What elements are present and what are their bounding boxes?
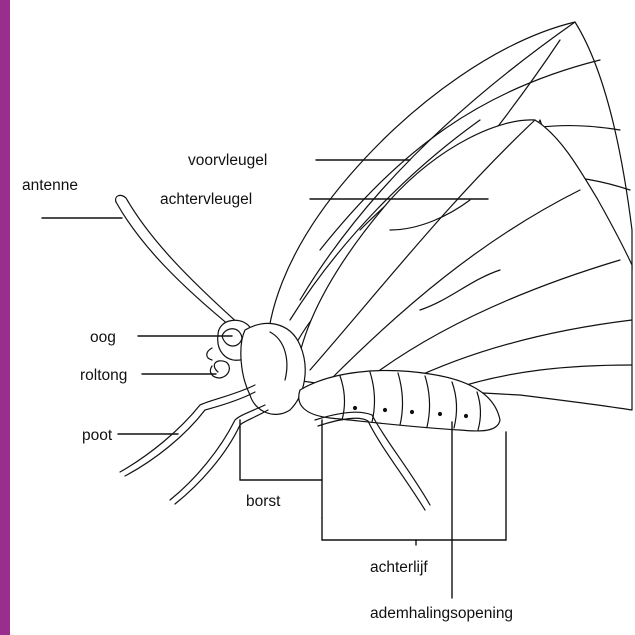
label-borst: borst <box>246 494 280 510</box>
proboscis-coil <box>210 361 229 378</box>
antenna <box>116 195 240 330</box>
label-poot: poot <box>82 428 112 444</box>
label-antenne: antenne <box>22 178 78 194</box>
label-roltong: roltong <box>80 368 127 384</box>
label-achterlijf: achterlijf <box>370 560 428 576</box>
label-achtervleugel: achtervleugel <box>160 192 252 208</box>
thorax <box>241 323 305 414</box>
label-oog: oog <box>90 330 116 346</box>
label-voorvleugel: voorvleugel <box>188 153 267 169</box>
label-ademhalingsopening: ademhalingsopening <box>370 606 513 622</box>
